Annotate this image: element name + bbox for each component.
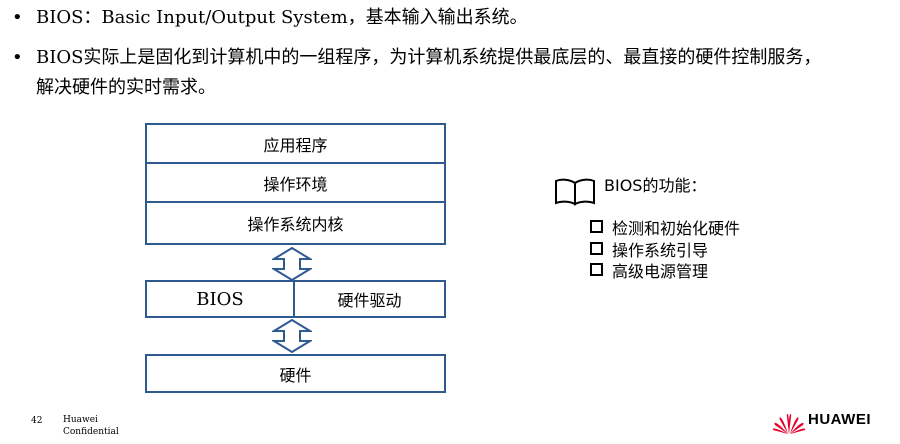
layer-kernel: 操作系统内核: [145, 201, 446, 245]
checkbox-square-icon: [590, 263, 603, 276]
layer-application: 应用程序: [145, 123, 446, 164]
function-item-label: 检测和初始化硬件: [612, 219, 741, 238]
bullet-text-line1: BIOS实际上是固化到计算机中的一组程序，为计算机系统提供最底层的、最直接的硬件…: [36, 47, 822, 68]
double-arrow-icon: [272, 247, 312, 281]
checkbox-square-icon: [590, 242, 603, 255]
layer-bios: BIOS 硬件驱动: [145, 280, 446, 318]
driver-label: 硬件驱动: [337, 291, 402, 310]
huawei-logo-icon: [772, 413, 806, 434]
bullet-text: BIOS：Basic Input/Output System，基本输入输出系统。: [36, 7, 528, 28]
functions-title: BIOS的功能：: [604, 176, 707, 195]
function-item: 操作系统引导: [590, 240, 708, 262]
layer-environment: 操作环境: [145, 162, 446, 203]
bullet-dot: •: [12, 47, 23, 68]
confidential-label: Confidential: [63, 427, 119, 437]
bullet-text-line2: 解决硬件的实时需求。: [36, 77, 216, 98]
function-item: 高级电源管理: [590, 261, 708, 283]
brand-name: HUAWEI: [808, 411, 871, 428]
checkbox-square-icon: [590, 220, 603, 233]
page-number: 42: [31, 416, 43, 426]
book-icon: [555, 178, 595, 206]
function-item-label: 高级电源管理: [612, 262, 709, 281]
confidentiality-note: Huawei Confidential: [63, 414, 119, 438]
double-arrow-icon: [272, 319, 312, 353]
function-item-label: 操作系统引导: [612, 241, 709, 260]
bios-label: BIOS: [147, 282, 295, 316]
company-name: Huawei: [63, 415, 98, 425]
layer-hardware: 硬件: [145, 354, 446, 393]
bullet-dot: •: [12, 7, 23, 28]
function-item: 检测和初始化硬件: [590, 218, 740, 240]
